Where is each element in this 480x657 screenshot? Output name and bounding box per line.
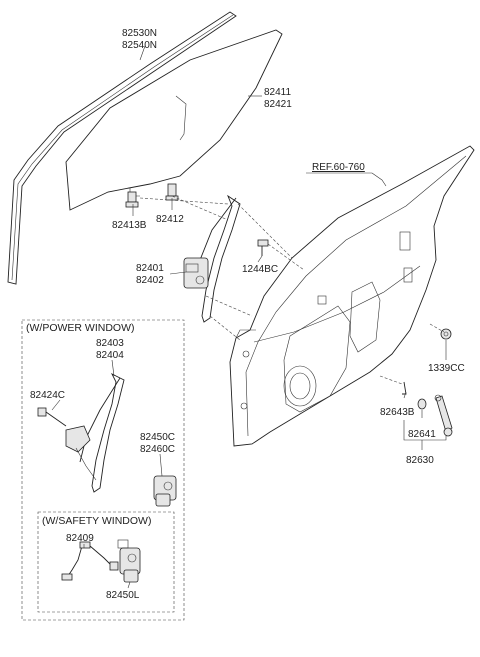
bolt-1244bc [257,239,269,256]
label-82401: 82401 [136,263,164,274]
power-window-box [21,319,185,621]
front-door-panel [229,145,475,447]
label-82450l: 82450L [106,590,140,601]
power-window-regulator [65,372,125,493]
safety-window-motor [117,539,141,583]
wire-harness [61,541,119,581]
nut-1339cc [440,328,452,340]
label-82411: 82411 [264,87,292,98]
label-82643b: 82643B [380,407,415,418]
label-82530n: 82530N [122,28,157,39]
safety-window-box [37,511,175,613]
label-82402: 82402 [136,275,164,286]
connector-lines [139,195,445,385]
glass-bolt-clip [125,191,139,208]
label-82409: 82409 [66,533,94,544]
label-1339cc: 1339CC [428,363,465,374]
label-82404: 82404 [96,350,124,361]
label-82413b: 82413B [112,220,147,231]
label-82450c: 82450C [140,432,175,443]
door-check-washer [417,398,427,410]
window-regulator-assembly [183,194,241,323]
label-82421: 82421 [264,99,292,110]
label-82641: 82641 [408,429,436,440]
label-82424c: 82424C [30,390,65,401]
power-window-motor [153,475,177,507]
label-82540n: 82540N [122,40,157,51]
label-ref-60-760: REF.60-760 [312,162,365,173]
door-glass [65,29,283,211]
power-window-title: (W/POWER WINDOW) [26,322,134,334]
door-check-arm [434,394,453,437]
leader-lines [51,45,447,589]
label-82403: 82403 [96,338,124,349]
safety-window-title: (W/SAFETY WINDOW) [42,515,151,527]
bolt-82424c [37,407,67,427]
door-check-bolt [402,381,407,395]
label-1244bc: 1244BC [242,264,278,275]
glass-mount-clip [165,183,179,201]
part-labels: 82530N 82540N 82411 82421 82413B 82412 R… [26,28,465,601]
label-82412: 82412 [156,214,184,225]
label-82460c: 82460C [140,444,175,455]
label-82630: 82630 [406,455,434,466]
glass-run-channel [7,11,237,285]
